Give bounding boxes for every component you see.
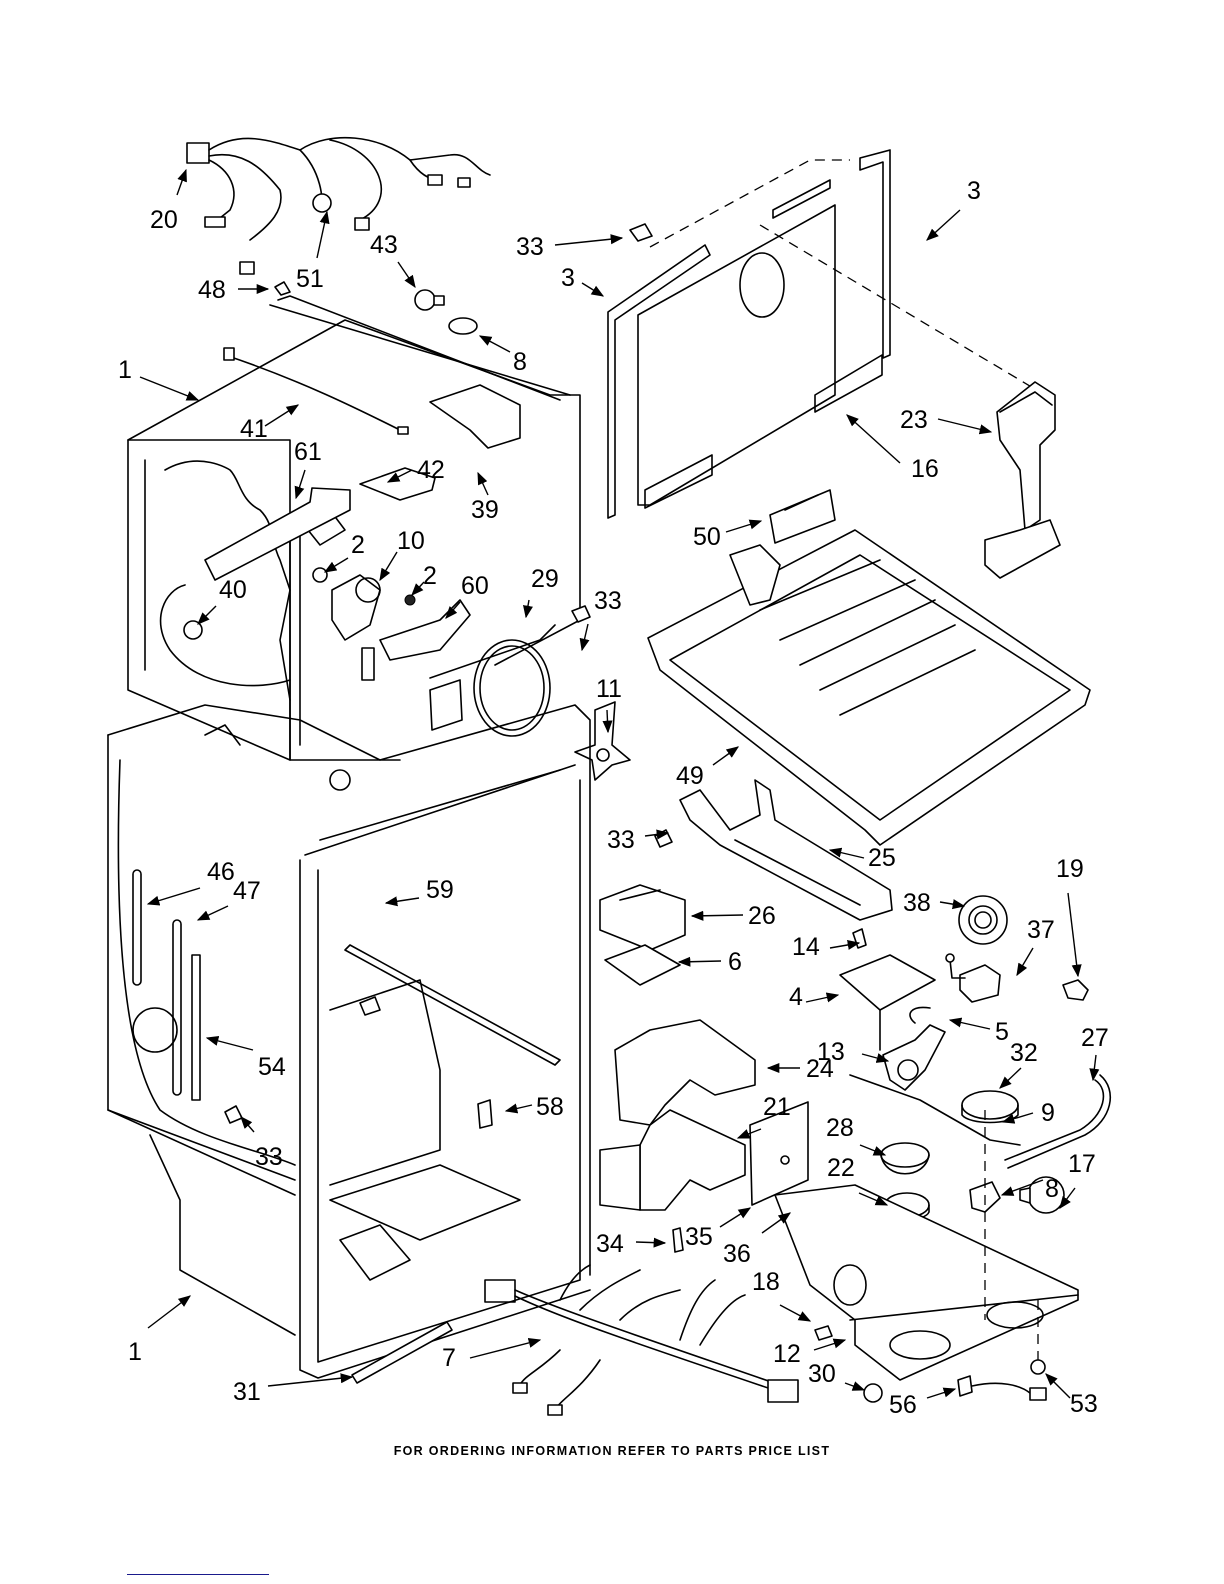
- callout-34: 34: [596, 1230, 624, 1258]
- callout-51: 51: [296, 265, 324, 293]
- screw-34: [672, 1227, 684, 1253]
- callout-33: 33: [594, 587, 622, 615]
- callout-14: 14: [792, 933, 820, 961]
- wire-harness-lower: [484, 1264, 799, 1416]
- callout-38: 38: [903, 889, 931, 917]
- callout-60: 60: [461, 572, 489, 600]
- dispenser-arm: [679, 779, 893, 921]
- callout-1: 1: [118, 356, 132, 384]
- light-parts-upper: [274, 281, 478, 335]
- callout-3: 3: [561, 264, 575, 292]
- callout-2: 2: [351, 531, 365, 559]
- air-duct: [984, 381, 1061, 579]
- callout-12: 12: [773, 1340, 801, 1368]
- leader-lines: [139, 168, 1100, 1399]
- callout-1: 1: [128, 1338, 142, 1366]
- callout-42: 42: [417, 456, 445, 484]
- control-board-parts: [839, 895, 1008, 1051]
- callout-10: 10: [397, 527, 425, 555]
- callout-29: 29: [531, 565, 559, 593]
- callout-47: 47: [233, 877, 261, 905]
- callout-3: 3: [967, 177, 981, 205]
- callout-43: 43: [370, 231, 398, 259]
- callout-11: 11: [596, 675, 622, 703]
- callout-8: 8: [1045, 1175, 1059, 1203]
- callout-33: 33: [255, 1143, 283, 1171]
- callout-9: 9: [1041, 1099, 1055, 1127]
- callout-36: 36: [723, 1240, 751, 1268]
- callout-30: 30: [808, 1360, 836, 1388]
- callout-5: 5: [995, 1018, 1009, 1046]
- callout-46: 46: [207, 858, 235, 886]
- callout-53: 53: [1070, 1390, 1098, 1418]
- callout-4: 4: [789, 983, 803, 1011]
- callout-17: 17: [1068, 1150, 1096, 1178]
- callout-16: 16: [911, 455, 939, 483]
- callout-37: 37: [1027, 916, 1055, 944]
- callout-22: 22: [827, 1154, 855, 1182]
- callout-13: 13: [817, 1038, 845, 1066]
- callout-48: 48: [198, 276, 226, 304]
- callout-28: 28: [826, 1114, 854, 1142]
- callout-50: 50: [693, 523, 721, 551]
- fan-motor-assembly: [183, 567, 556, 737]
- callout-19: 19: [1056, 855, 1084, 883]
- callout-58: 58: [536, 1093, 564, 1121]
- callout-24: 24: [806, 1055, 834, 1083]
- refrigerator-cabinet: [107, 704, 591, 1384]
- callout-8: 8: [513, 348, 527, 376]
- callout-2: 2: [423, 562, 437, 590]
- callout-7: 7: [442, 1344, 456, 1372]
- callout-21: 21: [763, 1093, 791, 1121]
- callout-26: 26: [748, 902, 776, 930]
- shelf-and-slider: [647, 489, 1091, 846]
- callout-6: 6: [728, 948, 742, 976]
- callout-20: 20: [150, 206, 178, 234]
- dispenser-base: [774, 1110, 1079, 1403]
- freezer-liner: [127, 295, 581, 761]
- callout-39: 39: [471, 496, 499, 524]
- callout-61: 61: [294, 438, 322, 466]
- callout-41: 41: [240, 415, 268, 443]
- callout-27: 27: [1081, 1024, 1109, 1052]
- callout-35: 35: [685, 1223, 713, 1251]
- wire-harness-upper: [186, 136, 491, 275]
- link-underline[interactable]: [127, 1574, 269, 1575]
- callout-33: 33: [516, 233, 544, 261]
- evaporator-cover: [607, 149, 1046, 519]
- callout-56: 56: [889, 1391, 917, 1419]
- right-side-parts: [969, 979, 1112, 1214]
- callout-32: 32: [1010, 1039, 1038, 1067]
- callout-49: 49: [676, 762, 704, 790]
- callout-33: 33: [607, 826, 635, 854]
- freezer-hardware: [204, 347, 521, 581]
- callout-40: 40: [219, 576, 247, 604]
- callout-labels: 20 51 48 43 8 33 3 3 1 41 61 42 39 23 16…: [118, 177, 1109, 1419]
- control-housing: [599, 884, 686, 986]
- callout-54: 54: [258, 1053, 286, 1081]
- callout-18: 18: [752, 1268, 780, 1296]
- ice-chute-housings: [599, 1019, 819, 1217]
- ordering-information-note: FOR ORDERING INFORMATION REFER TO PARTS …: [393, 1444, 831, 1458]
- callout-31: 31: [233, 1378, 261, 1406]
- callout-25: 25: [868, 844, 896, 872]
- callout-59: 59: [426, 876, 454, 904]
- callout-23: 23: [900, 406, 928, 434]
